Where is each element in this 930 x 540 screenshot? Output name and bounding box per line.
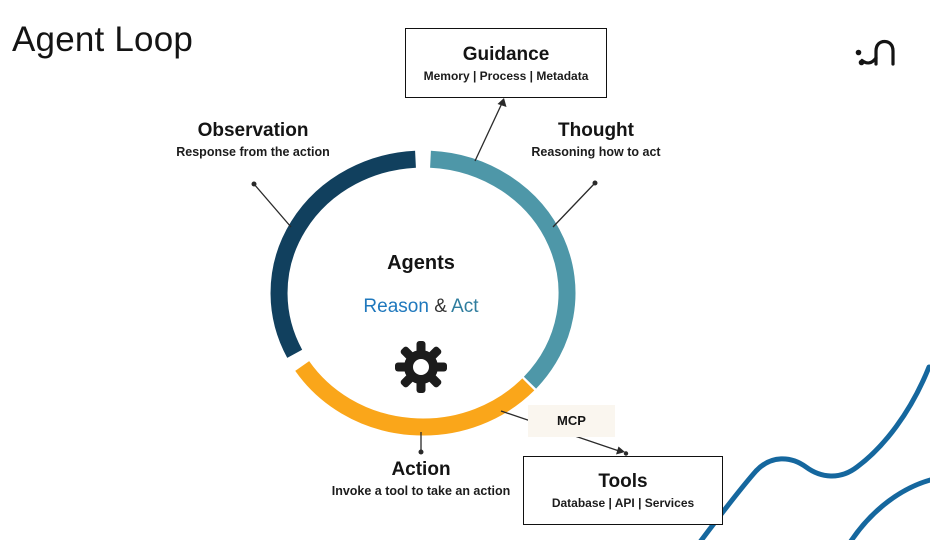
observation-label: Observation Response from the action [128,120,378,159]
ampersand-text: & [428,296,452,317]
connector-thought [552,182,596,228]
agents-title: Agents [387,252,455,274]
act-text: Act [451,296,479,317]
decorative-wave-lines [698,364,930,540]
action-subtitle: Invoke a tool to take an action [331,484,511,498]
page-title: Agent Loop [12,20,194,59]
gear-icon [395,341,447,393]
guidance-box: Guidance Memory | Process | Metadata [405,28,607,98]
arrowhead-tools [616,446,625,455]
tools-box: Tools Database | API | Services [523,456,723,525]
tools-subtitle: Database | API | Services [551,496,695,510]
mcp-badge: MCP [528,405,615,437]
guidance-subtitle: Memory | Process | Metadata [423,68,589,83]
dot-action [418,449,424,455]
dot-tools [623,451,629,456]
connector-guidance [474,100,504,162]
action-title: Action [391,459,451,480]
thought-subtitle: Reasoning how to act [531,145,661,159]
thought-title: Thought [558,120,634,141]
ring-segment-observation [270,150,416,358]
hook-and-dots-logo-icon [855,39,895,66]
observation-subtitle: Response from the action [176,145,330,159]
reason-text: Reason [363,296,429,317]
guidance-title: Guidance [462,43,550,65]
ring-segment-action [295,361,535,436]
thought-label: Thought Reasoning how to act [471,120,721,159]
action-label: Action Invoke a tool to take an action [296,459,546,498]
connector-endpoints [251,98,629,456]
dot-thought [592,180,598,186]
observation-title: Observation [197,120,309,141]
reason-and-act-label: Reason & Act [321,296,521,318]
ring-segment-thought [430,150,576,389]
agents-center-label: Agents [321,252,521,275]
agent-loop-ring [270,150,576,436]
arrowhead-guidance [497,98,507,107]
dot-observation [251,181,257,187]
connector-observation [253,183,292,228]
tools-title: Tools [598,471,648,492]
